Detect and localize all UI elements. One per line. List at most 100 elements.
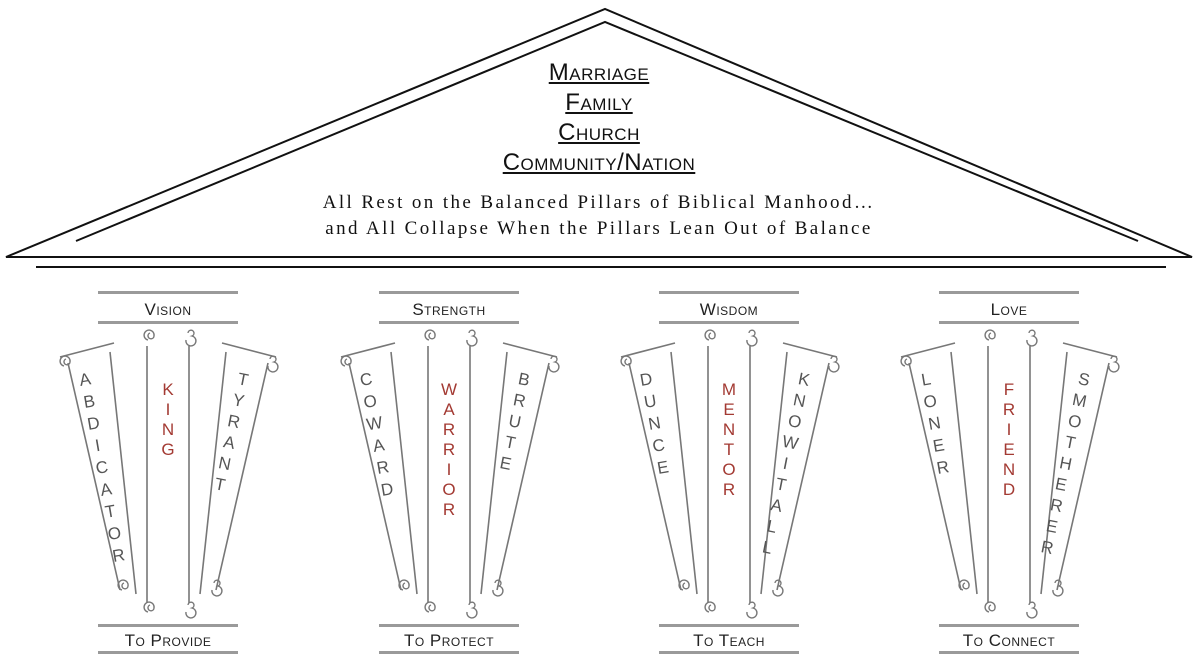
right-column-outer-edge <box>776 362 830 591</box>
right-word-letter: T <box>1063 432 1077 453</box>
pillar-top-bar <box>98 291 238 294</box>
right-word-letter: H <box>1058 453 1074 474</box>
left-column-scroll-bottom <box>958 579 970 591</box>
left-column-outer-edge <box>628 362 682 591</box>
center-word-letter: N <box>162 420 174 439</box>
pillar-bottom-label: To Protect <box>404 631 494 650</box>
right-word-letter: R <box>1049 495 1065 516</box>
center-capital-scroll-right <box>185 329 197 347</box>
center-word-letter: N <box>723 420 735 439</box>
right-word-letter: R <box>512 390 528 411</box>
right-word-letter: E <box>498 453 513 474</box>
right-word-letter: T <box>503 432 517 453</box>
left-word-letter: N <box>647 413 662 434</box>
right-word-letter: E <box>1054 474 1069 495</box>
roof-word-marriage: Marriage <box>548 59 650 86</box>
left-word-letter: R <box>935 457 950 478</box>
center-word-letter: W <box>441 380 457 399</box>
left-word-letter: C <box>94 457 109 478</box>
left-word-letter: C <box>651 435 666 456</box>
left-word-letter: E <box>931 435 945 456</box>
pillar-capital-bar <box>379 321 519 324</box>
right-word-letter: N <box>792 390 808 411</box>
right-word-letter: B <box>517 369 532 390</box>
right-column-outer-edge <box>496 362 550 591</box>
center-base-scroll-right <box>466 601 478 619</box>
left-word-letter: W <box>365 413 384 434</box>
left-column-scroll-top <box>59 355 71 367</box>
left-word-letter: C <box>358 369 373 390</box>
center-word-letter: E <box>723 400 734 419</box>
left-column-inner-edge <box>670 351 698 595</box>
pillar-top-label: Vision <box>144 300 191 319</box>
roof-divider-line <box>36 266 1166 268</box>
right-word-letter: E <box>1044 516 1059 537</box>
left-column-outer-edge <box>67 362 121 591</box>
center-word-letter: R <box>723 480 735 499</box>
pillar-top-label: Strength <box>412 300 485 319</box>
center-capital-scroll-right <box>746 329 758 347</box>
center-word-letter: K <box>162 380 174 399</box>
left-column-scroll-bottom <box>398 579 410 591</box>
left-word-letter: O <box>922 391 938 412</box>
right-word-letter: S <box>1077 369 1092 390</box>
right-word-letter: W <box>781 432 800 454</box>
pillar-bottom-bar <box>939 651 1079 654</box>
right-word-letter: A <box>769 495 784 516</box>
right-column-scroll-top <box>1108 355 1120 373</box>
roof-triangle <box>5 7 1193 258</box>
center-base-scroll-left <box>704 601 716 613</box>
center-capital-scroll-right <box>466 329 478 347</box>
right-column-capital <box>502 342 558 358</box>
pillar-capital-bar <box>98 321 238 324</box>
center-base-scroll-left <box>984 601 996 613</box>
center-word-letter: N <box>1003 460 1015 479</box>
right-word-letter: M <box>1071 390 1089 411</box>
right-column-inner-edge <box>480 351 508 595</box>
roof-word-family: Family <box>565 89 633 116</box>
left-column-scroll-top <box>340 355 352 367</box>
pillar-bottom-bar <box>659 651 799 654</box>
right-column-scroll-bottom <box>1052 579 1064 597</box>
left-column-capital <box>59 342 115 358</box>
right-word-letter: O <box>1067 411 1084 432</box>
center-word-letter: M <box>722 380 736 399</box>
pillar-bottom-label: To Provide <box>125 631 212 650</box>
pillar-bottom-bar <box>98 651 238 654</box>
pillar-bottom-bar <box>379 651 519 654</box>
center-base-scroll-left <box>424 601 436 613</box>
pillar-capital-bar <box>659 321 799 324</box>
center-word-letter: O <box>722 460 735 479</box>
pillar-top-label: Wisdom <box>700 300 758 319</box>
left-word-letter: R <box>111 545 126 566</box>
pillar-bottom-label: To Teach <box>693 631 765 650</box>
center-word-letter: D <box>1003 480 1015 499</box>
right-column-capital <box>221 342 277 358</box>
center-capital-scroll-left <box>424 329 436 341</box>
right-word-letter: Y <box>231 390 246 411</box>
left-column-inner-edge <box>950 351 978 595</box>
right-column-inner-edge <box>760 351 788 595</box>
left-word-letter: O <box>106 523 122 544</box>
right-word-letter: U <box>507 411 523 432</box>
roof-inner <box>75 20 1139 242</box>
right-column-scroll-top <box>267 355 279 373</box>
right-column-outer-edge <box>215 362 269 591</box>
right-word-letter: I <box>782 454 790 474</box>
center-base-scroll-right <box>746 601 758 619</box>
center-capital-scroll-left <box>704 329 716 341</box>
left-column-capital <box>620 342 676 358</box>
left-column-inner-edge <box>390 351 418 595</box>
center-word-letter: O <box>442 480 455 499</box>
center-capital-scroll-left <box>143 329 155 341</box>
center-word-letter: G <box>161 440 174 459</box>
pillar-bottom-label: To Connect <box>963 631 1056 650</box>
left-word-letter: A <box>78 369 93 390</box>
left-word-letter: D <box>379 479 394 500</box>
center-base-scroll-left <box>143 601 155 613</box>
center-word-letter: I <box>166 400 171 419</box>
